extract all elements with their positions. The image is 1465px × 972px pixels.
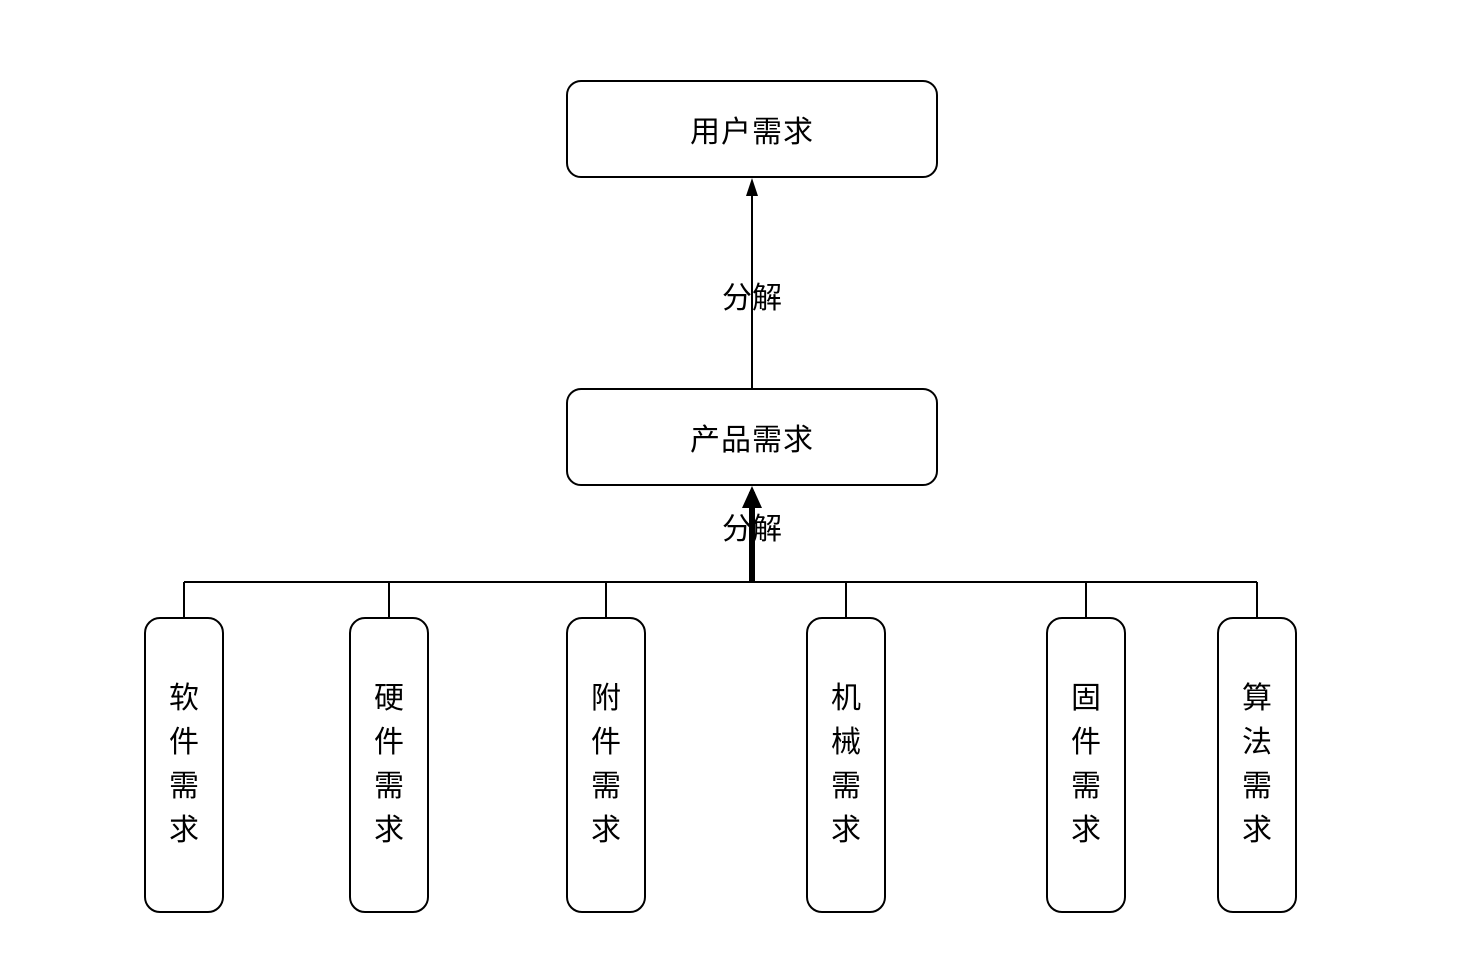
leaf-node-hardware[interactable]: 硬件需求 [349,617,429,913]
leaf-node-label: 算法需求 [1242,681,1272,848]
edge-label-middle-to-top: 分解 [722,281,782,316]
leaf-node-label: 软件需求 [169,681,199,848]
arrowhead-middle [742,486,762,508]
leaf-node-software[interactable]: 软件需求 [144,617,224,913]
leaf-node-label: 机械需求 [831,681,861,848]
middle-node-label: 产品需求 [690,423,814,458]
leaf-node-accessory[interactable]: 附件需求 [566,617,646,913]
top-node-user-requirements[interactable]: 用户需求 [566,80,938,178]
top-node-label: 用户需求 [690,115,814,150]
leaf-node-firmware[interactable]: 固件需求 [1046,617,1126,913]
leaf-node-label: 硬件需求 [374,681,404,848]
leaf-node-label: 附件需求 [591,681,621,848]
middle-node-product-requirements[interactable]: 产品需求 [566,388,938,486]
edge-label-leaves-to-middle: 分解 [722,512,782,547]
leaf-node-algorithm[interactable]: 算法需求 [1217,617,1297,913]
leaf-node-label: 固件需求 [1071,681,1101,848]
leaf-node-mechanical[interactable]: 机械需求 [806,617,886,913]
arrowhead-top [746,178,758,196]
